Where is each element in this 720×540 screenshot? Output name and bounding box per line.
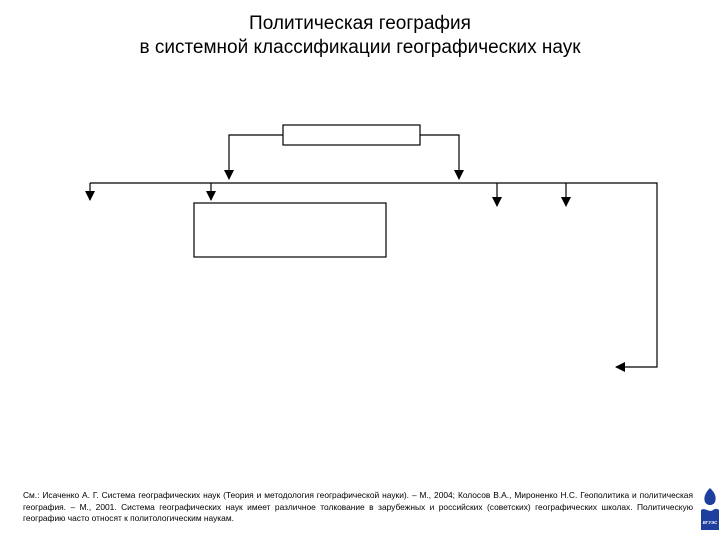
logo-text: ВГУЭС xyxy=(703,520,718,525)
root-bracket-line-right xyxy=(420,134,464,180)
title-line-1: Политическая география xyxy=(249,13,471,34)
root-bracket-line xyxy=(224,134,283,180)
bus-line xyxy=(90,182,658,372)
root-box xyxy=(282,124,421,146)
title-line-2: в системной классификации географических… xyxy=(139,37,581,58)
logo-emblem-icon xyxy=(704,488,716,505)
logo-wave-icon xyxy=(701,508,719,530)
footnote: См.: Исаченко А. Г. Система географическ… xyxy=(23,490,693,524)
branch-box xyxy=(193,202,387,258)
university-logo: ВГУЭС xyxy=(701,488,719,530)
slide-title: Политическая география в системной класс… xyxy=(0,12,720,60)
